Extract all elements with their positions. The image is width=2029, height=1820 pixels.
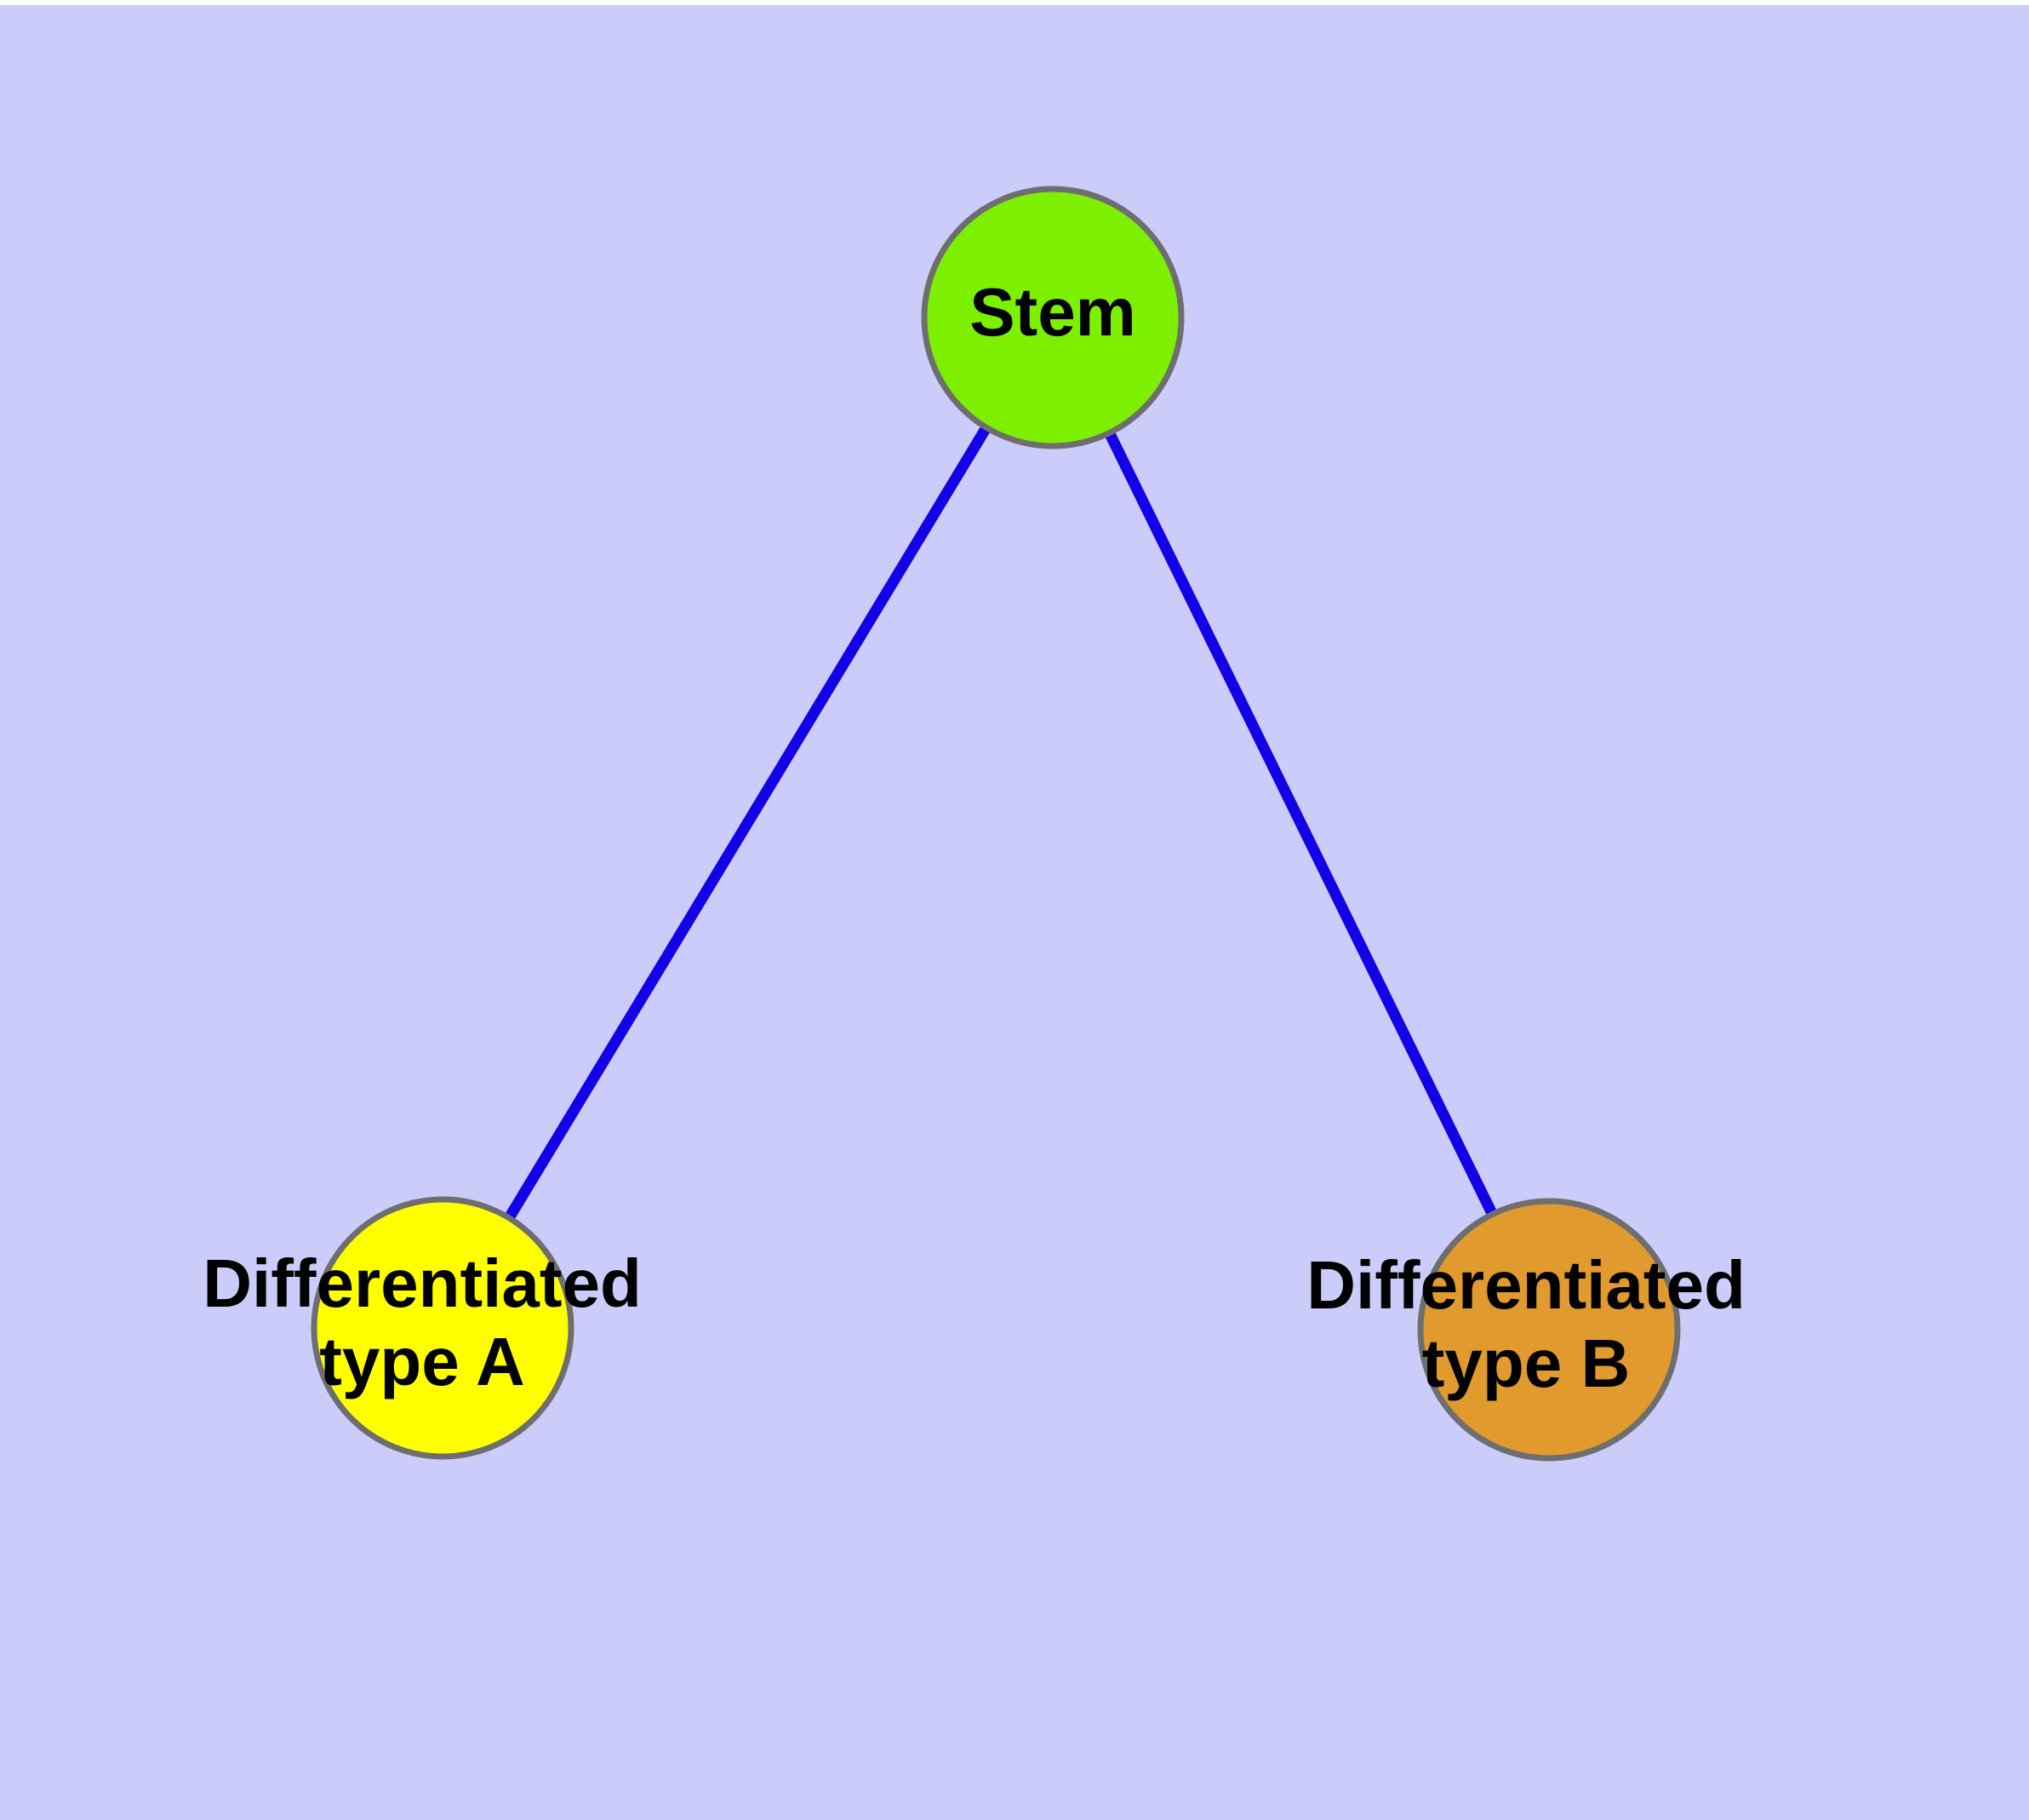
edge-layer xyxy=(437,314,1554,1332)
node-differentiated-type-b-circle[interactable] xyxy=(1417,1198,1681,1462)
edge-stem-to-differentiated-type-a[interactable] xyxy=(437,314,1058,1331)
graph-background: Stem Differentiated type A Differentiate… xyxy=(0,5,2029,1820)
node-stem[interactable] xyxy=(921,186,1185,449)
edge-stem-to-differentiated-type-b[interactable] xyxy=(1048,315,1554,1332)
node-differentiated-type-b-label-line2: type B xyxy=(1422,1325,1631,1401)
node-stem-circle[interactable] xyxy=(921,186,1185,449)
node-differentiated-type-a-label-line1: Differentiated xyxy=(203,1245,642,1321)
node-differentiated-type-a[interactable] xyxy=(311,1196,574,1460)
label-layer: Stem Differentiated type A Differentiate… xyxy=(203,274,1746,1401)
node-differentiated-type-b[interactable] xyxy=(1417,1198,1681,1462)
node-differentiated-type-a-circle[interactable] xyxy=(311,1196,574,1460)
node-layer xyxy=(311,186,1681,1462)
graph-svg: Stem Differentiated type A Differentiate… xyxy=(203,186,1746,1462)
node-stem-label: Stem xyxy=(969,274,1136,350)
node-differentiated-type-a-label-line2: type A xyxy=(319,1324,525,1399)
node-differentiated-type-b-label-line1: Differentiated xyxy=(1306,1247,1746,1323)
